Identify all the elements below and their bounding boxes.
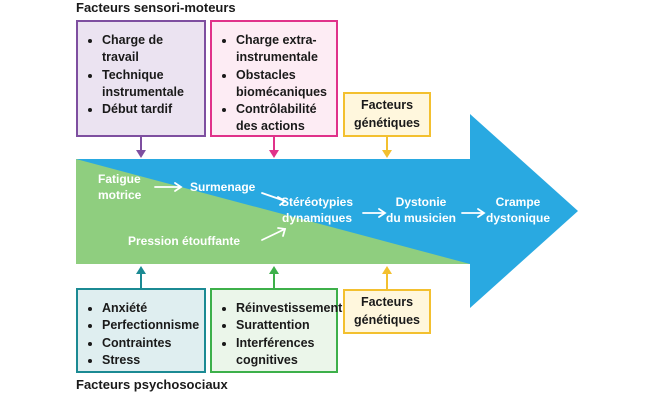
flow-arrow-stereotypies-to-dystonie <box>362 208 387 218</box>
psychosocial-factors-title: Facteurs psychosociaux <box>76 377 228 392</box>
factor-debut-tardif: Début tardif <box>102 101 196 118</box>
factor-perfectionnisme: Perfectionnisme <box>102 317 199 334</box>
yellow-down-arrow <box>382 137 392 158</box>
node-surmenage: Surmenage <box>190 180 256 194</box>
sensorimotor-factors-title: Facteurs sensori-moteurs <box>76 0 236 15</box>
node-stereotypies-dynamiques: Stéréotypies dynamiques <box>281 195 353 226</box>
node-pression-etouffante: Pression étouffante <box>128 234 241 248</box>
factor-surattention: Surattention <box>236 317 328 334</box>
node-fatigue-line1: Fatigue <box>98 172 141 186</box>
node-fatigue-motrice: Fatigue motrice <box>98 172 141 203</box>
node-fatigue-line2: motrice <box>98 187 142 202</box>
factor-charge-travail: Charge de travail <box>102 32 196 67</box>
magenta-down-arrow <box>269 137 279 158</box>
teal-up-arrow <box>136 266 146 288</box>
psychosocial-factors-box-1: Anxiété Perfectionnisme Contraintes Stre… <box>76 288 206 373</box>
genetic-factors-box-top: Facteurs génétiques <box>343 92 431 137</box>
factor-technique-instrumentale: Technique instrumentale <box>102 67 196 102</box>
factor-anxiete: Anxiété <box>102 300 196 317</box>
green-psychosocial-band <box>76 159 470 264</box>
node-dystonie-line1: Dystonie <box>395 195 447 209</box>
node-dystonie-line2: du musicien <box>386 210 457 225</box>
factor-controlabilite-actions: Contrôlabilité des actions <box>236 101 328 136</box>
node-crampe-dystonique: Crampe dystonique <box>486 195 550 226</box>
node-crampe-line2: dystonique <box>486 210 551 225</box>
sensorimotor-factors-box-2: Charge extra-instrumentale Obstacles bio… <box>210 20 338 137</box>
flow-arrow-fatigue-to-surmenage <box>154 182 183 192</box>
flow-arrow-pression-to-stereotypies <box>261 227 287 241</box>
factor-interferences-cognitives: Interférences cognitives <box>236 335 328 370</box>
node-dystonie-musicien: Dystonie du musicien <box>386 195 456 226</box>
flow-arrow-surmenage-to-stereotypies <box>261 192 287 206</box>
node-crampe-line1: Crampe <box>495 195 541 209</box>
sensorimotor-factors-box-1: Charge de travail Technique instrumental… <box>76 20 206 137</box>
factor-contraintes: Contraintes <box>102 335 196 352</box>
yellow-up-arrow <box>382 266 392 289</box>
psychosocial-factors-box-2: Réinvestissement Surattention Interféren… <box>210 288 342 373</box>
factor-stress: Stress <box>102 352 196 369</box>
flow-arrow-dystonie-to-crampe <box>461 208 486 218</box>
factor-reinvestissement: Réinvestissement <box>236 300 342 317</box>
genetic-factors-label-top: Facteurs génétiques <box>354 98 420 130</box>
green-up-arrow <box>269 266 279 288</box>
genetic-factors-label-bottom: Facteurs génétiques <box>354 295 420 327</box>
node-stereo-line2: dynamiques <box>282 210 353 225</box>
node-stereo-line1: Stéréotypies <box>281 195 354 209</box>
factor-charge-extra-instrumentale: Charge extra-instrumentale <box>236 32 328 67</box>
purple-down-arrow <box>136 137 146 158</box>
genetic-factors-box-bottom: Facteurs génétiques <box>343 289 431 334</box>
factor-obstacles-biomecaniques: Obstacles biomécaniques <box>236 67 328 102</box>
